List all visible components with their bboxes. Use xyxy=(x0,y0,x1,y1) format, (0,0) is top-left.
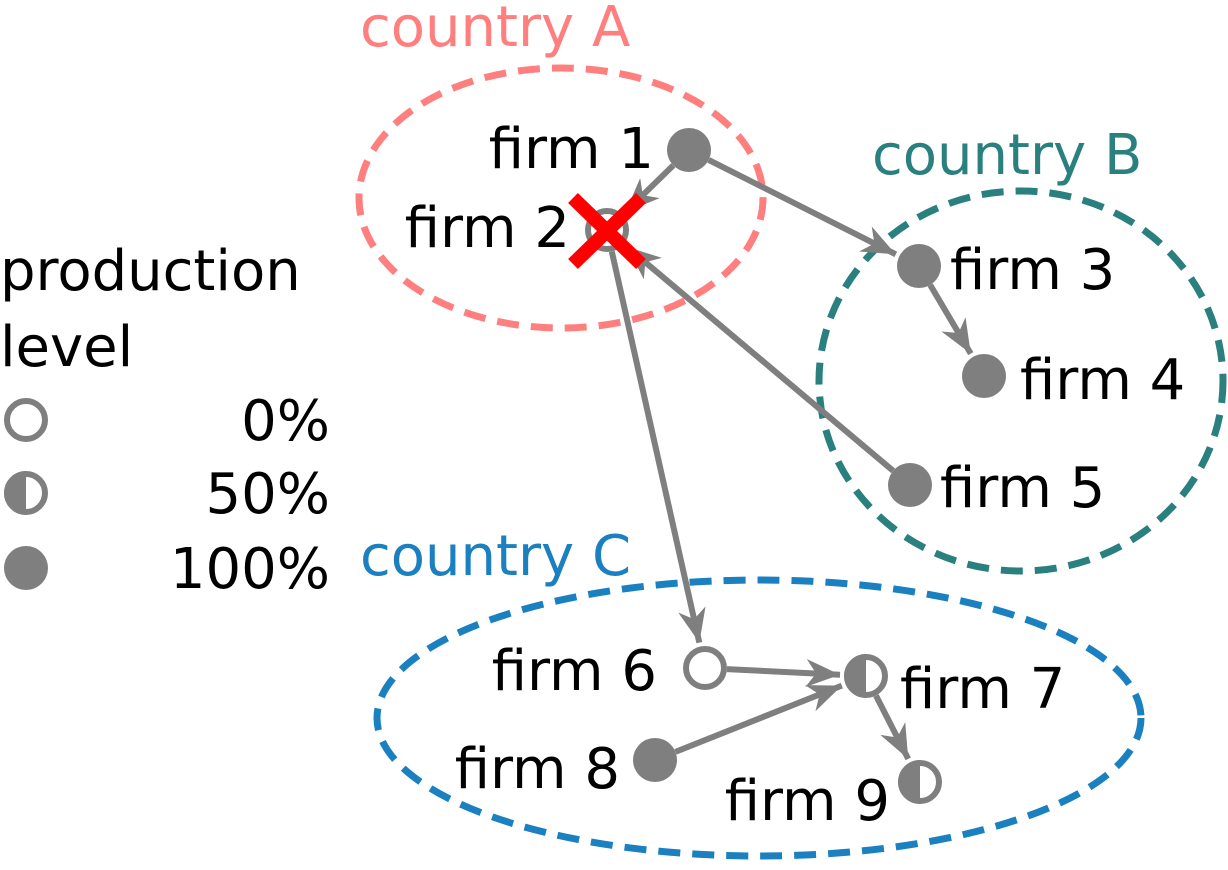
firm-7-label: firm 7 xyxy=(900,657,1065,722)
edge-firm-2-to-firm-6 xyxy=(608,250,703,644)
firm-8-node xyxy=(633,738,677,782)
country-b-label: country B xyxy=(872,123,1142,188)
arrowhead-firm-8-to-firm-7 xyxy=(805,685,842,712)
edge-firm-5-to-firm-2 xyxy=(624,244,896,474)
firm-4-node xyxy=(962,354,1006,398)
legend-title-line1: production xyxy=(0,239,301,304)
legend-label-50: 50% xyxy=(206,462,330,527)
arrowhead-firm-3-to-firm-4 xyxy=(941,317,971,354)
firm-6-node xyxy=(683,646,727,690)
legend-marker-0 xyxy=(4,398,48,442)
firm-9-node xyxy=(898,760,942,804)
edge-firm-8-to-firm-7 xyxy=(674,682,843,755)
country-a-boundary xyxy=(355,64,767,332)
legend-marker-100 xyxy=(4,546,48,590)
firm-4-label: firm 4 xyxy=(1020,348,1185,413)
legend: production level 0% 50% 100% xyxy=(0,239,330,602)
firm-9-label: firm 9 xyxy=(725,769,890,834)
legend-label-0: 0% xyxy=(241,389,330,454)
firm-5-label: firm 5 xyxy=(940,456,1105,521)
firm-8-label: firm 8 xyxy=(455,737,620,802)
country-c-label: country C xyxy=(360,524,631,589)
firm-1-label: firm 1 xyxy=(489,117,654,182)
legend-marker-50 xyxy=(4,471,48,515)
firm-1-node xyxy=(667,128,711,172)
arrowhead-firm-6-to-firm-7 xyxy=(805,659,841,688)
legend-markers xyxy=(4,398,48,590)
country-c-boundary xyxy=(373,576,1145,860)
firm-3-node xyxy=(897,244,941,288)
country-b-boundary xyxy=(815,187,1227,575)
firm-2-label: firm 2 xyxy=(405,196,570,261)
firm-7-node xyxy=(844,654,888,698)
failure-x-icon xyxy=(568,192,646,270)
firm-6-label: firm 6 xyxy=(492,639,657,704)
arrowhead-firm-1-to-firm-3 xyxy=(859,226,896,255)
firm-3-label: firm 3 xyxy=(950,238,1115,303)
arrowhead-firm-2-to-firm-6 xyxy=(678,606,706,643)
country-a-label: country A xyxy=(360,0,630,60)
edge-firm-1-to-firm-3 xyxy=(707,157,898,257)
legend-title-line2: level xyxy=(0,315,133,380)
legend-label-100: 100% xyxy=(170,537,330,602)
arrowhead-firm-7-to-firm-9 xyxy=(880,722,909,759)
edges-group xyxy=(608,157,974,761)
firm-5-node xyxy=(888,463,932,507)
